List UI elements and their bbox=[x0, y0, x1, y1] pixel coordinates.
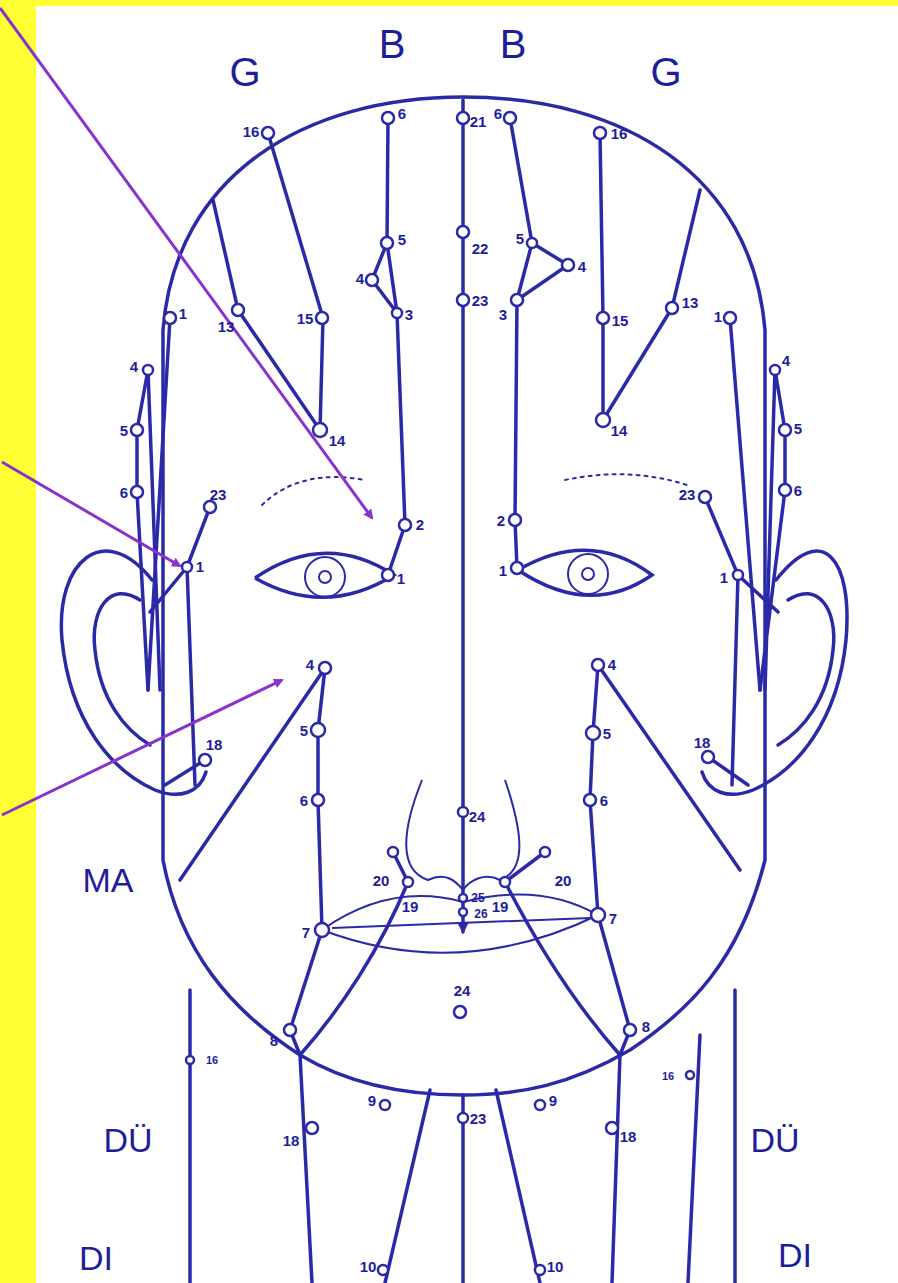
point-number: 24 bbox=[454, 983, 471, 998]
point-number: 25 bbox=[471, 892, 484, 904]
point-number: 9 bbox=[549, 1093, 557, 1108]
point-number: 18 bbox=[206, 737, 223, 752]
point-number: 1 bbox=[397, 571, 405, 586]
point-number: 5 bbox=[120, 423, 128, 438]
point-number: 26 bbox=[474, 908, 487, 920]
point-number: 4 bbox=[356, 271, 364, 286]
point-number: 3 bbox=[405, 307, 413, 322]
point-number: 2 bbox=[416, 517, 424, 532]
point-number: 19 bbox=[402, 899, 419, 914]
point-number: 16 bbox=[206, 1055, 218, 1066]
meridian-label: B bbox=[379, 24, 406, 64]
face-features bbox=[255, 550, 652, 953]
point-number: 5 bbox=[794, 421, 802, 436]
point-number: 6 bbox=[794, 483, 802, 498]
point-number: 5 bbox=[398, 232, 406, 247]
point-number: 23 bbox=[210, 487, 227, 502]
point-number: 18 bbox=[694, 735, 711, 750]
point-number: 7 bbox=[609, 911, 617, 926]
point-number: 5 bbox=[300, 723, 308, 738]
point-number: 13 bbox=[218, 319, 235, 334]
point-number: 6 bbox=[398, 106, 406, 121]
point-number: 4 bbox=[782, 353, 790, 368]
meridian-label: DÜ bbox=[103, 1123, 152, 1157]
acupoints bbox=[131, 112, 791, 1275]
meridian-label: G bbox=[229, 52, 260, 92]
pointer-arrows bbox=[0, 8, 372, 815]
point-number: 16 bbox=[243, 124, 260, 139]
point-number: 6 bbox=[120, 485, 128, 500]
point-number: 24 bbox=[469, 809, 486, 824]
meridian-label: DÜ bbox=[750, 1123, 799, 1157]
yellow-border bbox=[0, 0, 898, 6]
point-number: 23 bbox=[470, 1111, 487, 1126]
point-number: 6 bbox=[600, 793, 608, 808]
point-number: 18 bbox=[283, 1133, 300, 1148]
point-number: 1 bbox=[714, 309, 722, 324]
point-number: 4 bbox=[608, 657, 616, 672]
point-number: 15 bbox=[297, 311, 314, 326]
point-number: 20 bbox=[555, 873, 572, 888]
point-number: 22 bbox=[472, 241, 489, 256]
point-number: 16 bbox=[662, 1071, 674, 1082]
point-number: 8 bbox=[270, 1033, 278, 1048]
meridian-label: DI bbox=[778, 1238, 812, 1272]
point-number: 5 bbox=[516, 231, 524, 246]
point-number: 9 bbox=[368, 1093, 376, 1108]
point-number: 21 bbox=[470, 114, 487, 129]
point-number: 20 bbox=[373, 873, 390, 888]
point-number: 14 bbox=[329, 433, 346, 448]
point-number: 1 bbox=[720, 570, 728, 585]
point-number: 16 bbox=[611, 126, 628, 141]
point-number: 6 bbox=[494, 106, 502, 121]
point-number: 13 bbox=[682, 295, 699, 310]
meridian-label: B bbox=[500, 24, 527, 64]
point-number: 2 bbox=[497, 513, 505, 528]
point-number: 10 bbox=[360, 1259, 377, 1274]
point-number: 14 bbox=[611, 423, 628, 438]
point-number: 4 bbox=[306, 657, 314, 672]
point-number: 4 bbox=[578, 259, 586, 274]
point-number: 23 bbox=[679, 487, 696, 502]
point-number: 19 bbox=[492, 899, 509, 914]
point-number: 23 bbox=[472, 293, 489, 308]
point-number: 18 bbox=[620, 1129, 637, 1144]
meridian-label: DI bbox=[79, 1241, 113, 1275]
point-number: 6 bbox=[300, 793, 308, 808]
point-number: 7 bbox=[302, 925, 310, 940]
point-number: 10 bbox=[547, 1259, 564, 1274]
point-number: 8 bbox=[642, 1019, 650, 1034]
point-number: 4 bbox=[130, 359, 138, 374]
meridian-lines bbox=[61, 97, 847, 1283]
point-number: 1 bbox=[196, 559, 204, 574]
meridian-label: G bbox=[650, 52, 681, 92]
meridian-label: MA bbox=[83, 863, 134, 897]
point-number: 1 bbox=[179, 306, 187, 321]
point-number: 15 bbox=[612, 313, 629, 328]
yellow-border bbox=[0, 0, 36, 1283]
point-number: 1 bbox=[499, 563, 507, 578]
point-number: 5 bbox=[603, 726, 611, 741]
point-number: 3 bbox=[499, 307, 507, 322]
